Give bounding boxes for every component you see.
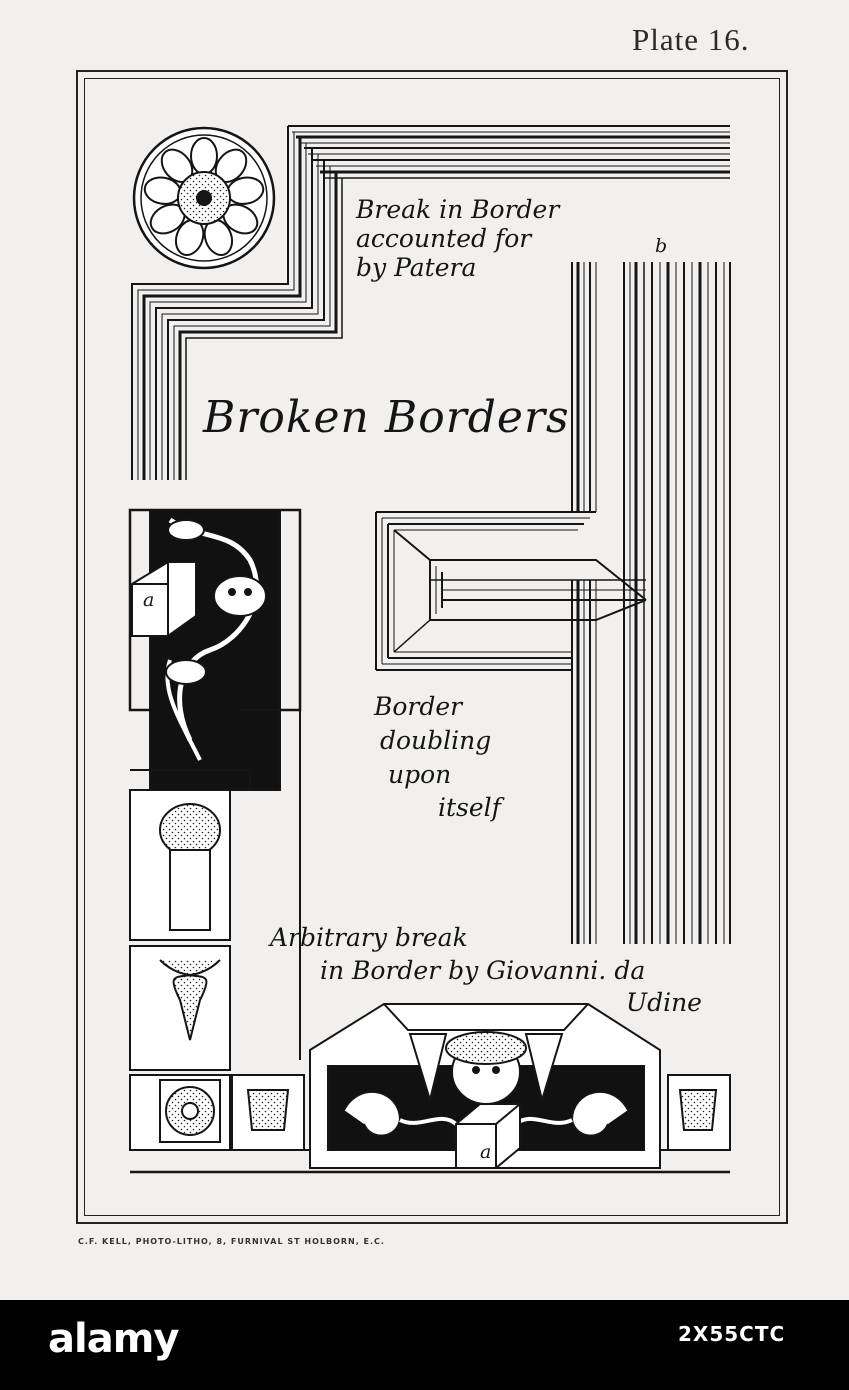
stock-watermark-bar: [0, 1300, 849, 1390]
patera-note: Break in Border accounted for by Patera: [356, 195, 560, 282]
plate-number: Plate 16.: [632, 22, 750, 57]
stock-logo: alamy: [48, 1316, 179, 1362]
top-moulding: [131, 125, 730, 480]
bottom-frieze: [130, 1003, 731, 1174]
doubling-note-line: upon: [388, 759, 452, 789]
page-title: Broken Borders: [203, 392, 570, 443]
arbitrary-note-line: Arbitrary break: [270, 923, 468, 952]
doubling-note-line: Border: [374, 692, 463, 721]
left-pilaster: [128, 508, 302, 1151]
doubling-note-line: doubling: [380, 725, 492, 755]
inner-frame: [84, 78, 780, 1216]
printer-imprint: C.F. KELL, PHOTO-LITHO, 8, FURNIVAL ST H…: [78, 1237, 385, 1246]
doubling-note-line: itself: [438, 793, 501, 823]
patera-note-line: accounted for: [356, 223, 532, 253]
patera-rosette: [132, 126, 276, 270]
doubling-note: Border doubling upon itself: [374, 690, 501, 825]
arbitrary-note-line: Udine: [626, 988, 702, 1017]
doubling-fold: [375, 511, 647, 671]
label-b: b: [655, 235, 668, 257]
label-a-left: a: [143, 589, 155, 611]
patera-note-line: Break in Border: [356, 195, 560, 224]
stock-image-id: 2X55CTC: [678, 1322, 786, 1346]
arbitrary-note-line: in Border by Giovanni. da: [320, 955, 646, 985]
border-illustration: [128, 125, 731, 1174]
label-a-bottom: a: [480, 1141, 492, 1163]
right-moulding: [571, 262, 731, 944]
arbitrary-note: Arbitrary break in Border by Giovanni. d…: [270, 922, 702, 1020]
patera-note-line: by Patera: [356, 252, 477, 282]
outer-frame: [76, 70, 788, 1224]
